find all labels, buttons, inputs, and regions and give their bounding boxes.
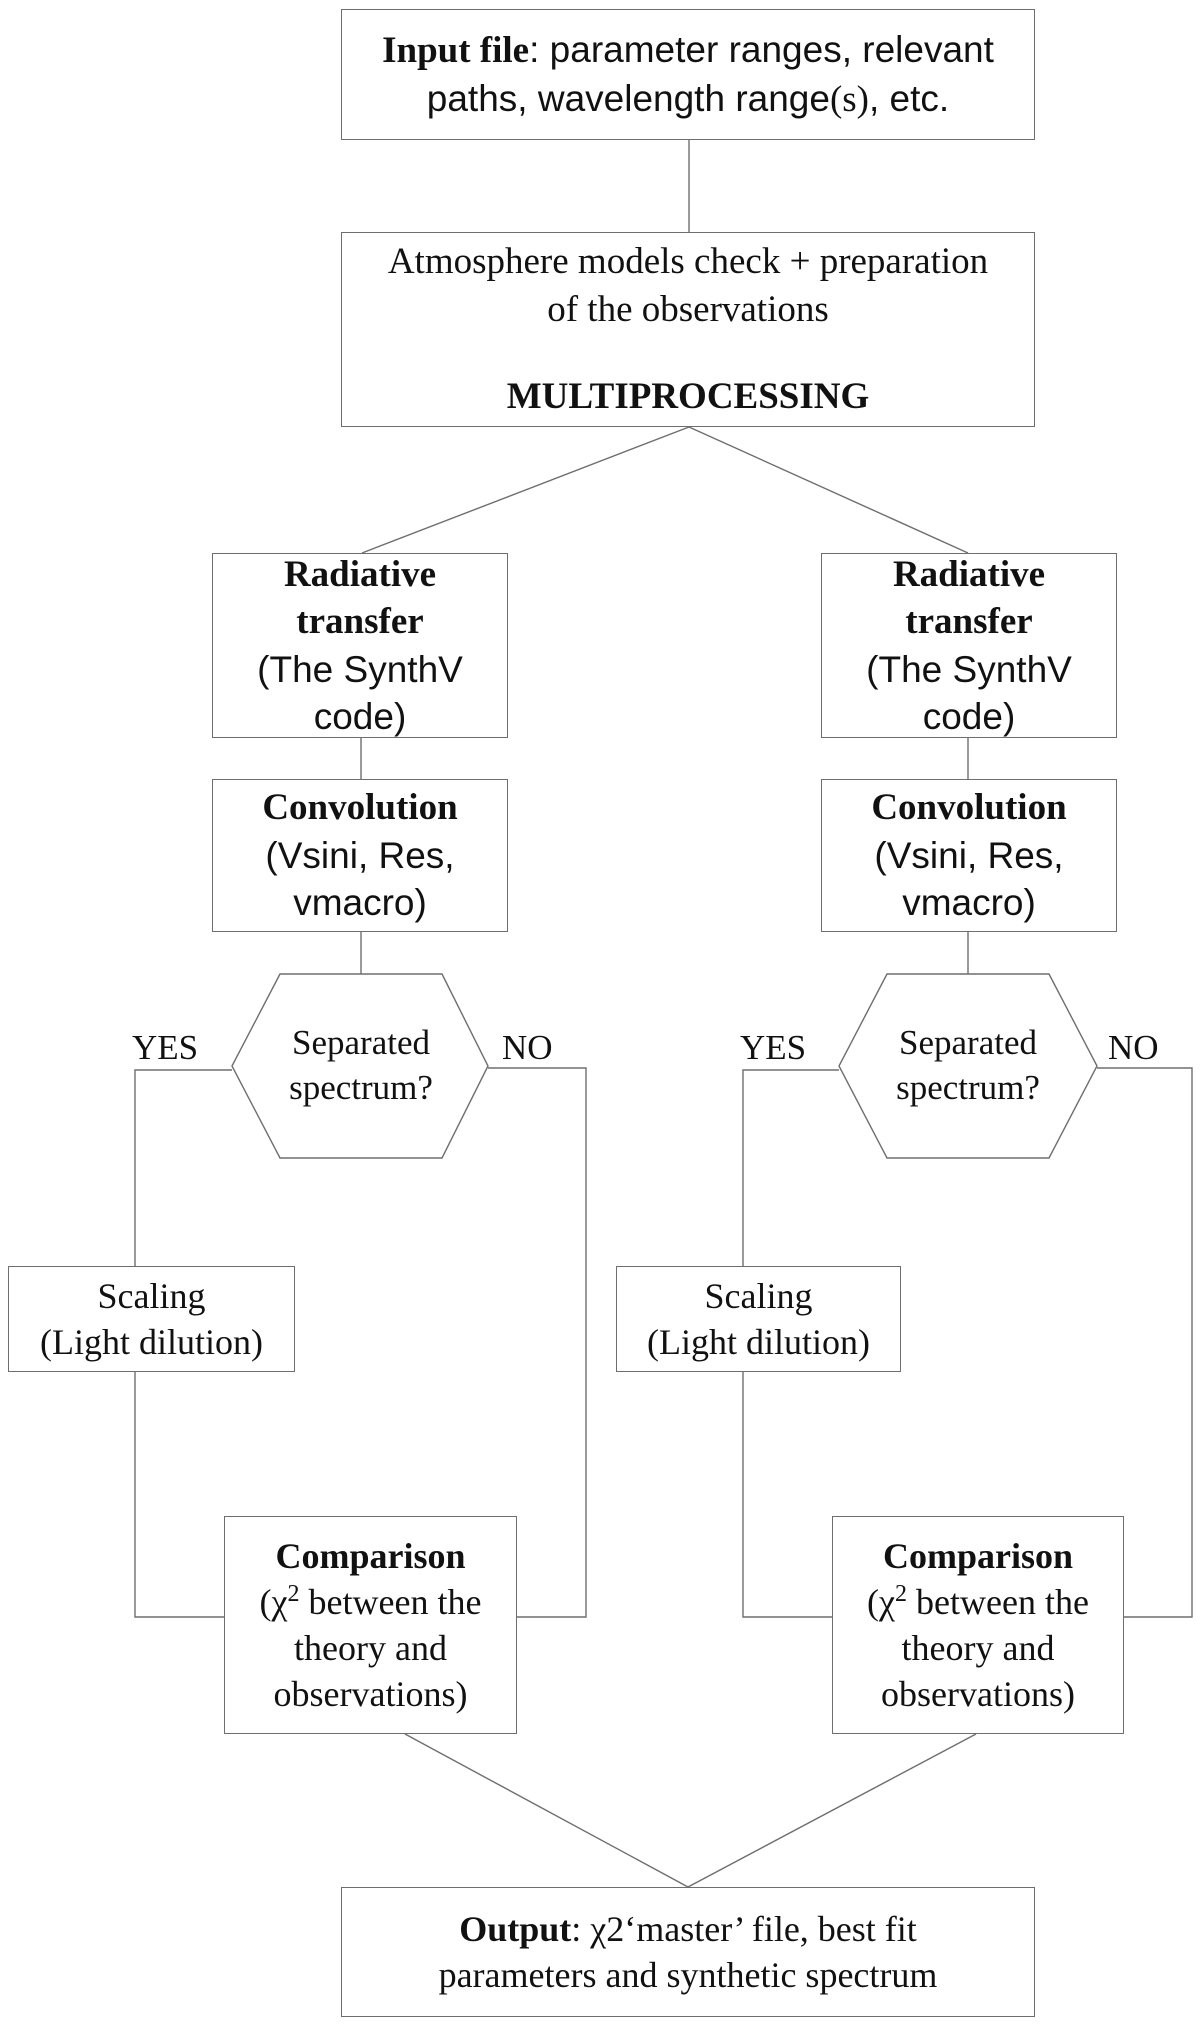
input-line2: paths, wavelength range(s), etc. bbox=[427, 75, 949, 123]
radiative-code-left: (The SynthV bbox=[257, 648, 463, 690]
comparison-chi-line-right: (χ2 between the bbox=[867, 1579, 1089, 1625]
input-line1: Input file: parameter ranges, relevant bbox=[382, 26, 994, 74]
radiative-title-left: Radiative bbox=[283, 553, 437, 595]
comparison-box-right: Comparison (χ2 between the theory and ob… bbox=[832, 1516, 1124, 1734]
yes-label-left: YES bbox=[132, 1028, 199, 1067]
comparison-sup-right: 2 bbox=[895, 1580, 908, 1607]
radiative-title2-right: transfer bbox=[905, 601, 1033, 643]
input-line2-s: (s) bbox=[829, 78, 869, 120]
decision-line2-left: spectrum? bbox=[289, 1068, 433, 1107]
connector-prep-left bbox=[361, 426, 690, 554]
input-line2-post: , etc. bbox=[869, 77, 950, 119]
comparison-theory-right: theory and bbox=[901, 1628, 1055, 1668]
yes-label-right: YES bbox=[740, 1028, 807, 1067]
radiative-transfer-box-right: Radiative transfer (The SynthV code) bbox=[821, 553, 1117, 738]
prep-line1: Atmosphere models check + preparation bbox=[387, 241, 989, 283]
decision-hexagon-left bbox=[231, 973, 489, 1159]
radiative-title2-left: transfer bbox=[296, 601, 424, 643]
connector-comparison-output-right bbox=[687, 1733, 977, 1888]
convolution-box-right: Convolution (Vsini, Res, vmacro) bbox=[821, 779, 1117, 932]
output-line2: parameters and synthetic spectrum bbox=[438, 1955, 938, 1995]
connector-scaling-comparison-left bbox=[134, 1372, 224, 1618]
comparison-chi-right: (χ bbox=[867, 1581, 896, 1622]
preparation-box: Atmosphere models check + preparation of… bbox=[341, 232, 1035, 427]
connector-scaling-comparison-right bbox=[742, 1372, 832, 1618]
scaling-title-right: Scaling bbox=[704, 1275, 813, 1316]
scaling-detail-right: (Light dilution) bbox=[647, 1322, 870, 1362]
input-line2-pre: paths, wavelength range bbox=[426, 77, 830, 119]
radiative-title-right: Radiative bbox=[892, 553, 1046, 595]
decision-label-right: Separated spectrum? bbox=[869, 1016, 1067, 1116]
convolution-title-right: Convolution bbox=[871, 787, 1067, 829]
decision-line1-left: Separated bbox=[292, 1023, 430, 1063]
convolution-params-right: (Vsini, Res, bbox=[874, 834, 1064, 876]
output-box: Output: χ2‘master’ file, best fit parame… bbox=[341, 1887, 1035, 2017]
comparison-obs-right: observations) bbox=[881, 1674, 1075, 1715]
comparison-chi-line-left: (χ2 between the bbox=[260, 1579, 482, 1625]
scaling-detail-left: (Light dilution) bbox=[40, 1322, 263, 1362]
scaling-title-left: Scaling bbox=[97, 1275, 206, 1316]
comparison-theory-left: theory and bbox=[294, 1628, 447, 1668]
decision-label-left: Separated spectrum? bbox=[262, 1016, 460, 1116]
comparison-between-right: between the bbox=[907, 1581, 1089, 1622]
decision-hexagon-right bbox=[838, 973, 1098, 1159]
decision-line1-right: Separated bbox=[899, 1023, 1037, 1063]
scaling-box-left: Scaling (Light dilution) bbox=[8, 1266, 295, 1372]
convolution-title-left: Convolution bbox=[262, 787, 458, 829]
no-label-right: NO bbox=[1108, 1028, 1159, 1067]
scaling-box-right: Scaling (Light dilution) bbox=[616, 1266, 901, 1372]
convolution-box-left: Convolution (Vsini, Res, vmacro) bbox=[212, 779, 508, 932]
connector-no-right bbox=[1097, 1067, 1193, 1618]
connector-comparison-output-left bbox=[404, 1733, 689, 1888]
decision-line2-right: spectrum? bbox=[896, 1068, 1040, 1107]
radiative-code2-right: code) bbox=[922, 695, 1016, 737]
radiative-code-right: (The SynthV bbox=[866, 648, 1072, 690]
prep-line2: of the observations bbox=[547, 288, 829, 330]
output-title: Output bbox=[459, 1908, 572, 1949]
comparison-between-left: between the bbox=[299, 1581, 482, 1622]
comparison-chi-left: (χ bbox=[259, 1581, 288, 1622]
input-line1-text: : parameter ranges, relevant bbox=[529, 29, 994, 71]
comparison-title-right: Comparison bbox=[882, 1535, 1074, 1576]
input-file-box: Input file: parameter ranges, relevant p… bbox=[341, 9, 1035, 140]
radiative-transfer-box-left: Radiative transfer (The SynthV code) bbox=[212, 553, 508, 738]
radiative-code2-left: code) bbox=[313, 695, 407, 737]
comparison-obs-left: observations) bbox=[273, 1674, 468, 1715]
connector-no-left bbox=[488, 1067, 587, 1618]
connector-yes-left bbox=[134, 1069, 232, 1266]
comparison-box-left: Comparison (χ2 between the theory and ob… bbox=[224, 1516, 517, 1734]
output-line1: Output: χ2‘master’ file, best fit bbox=[459, 1906, 917, 1952]
input-title: Input file bbox=[382, 30, 530, 72]
connector-prep-right bbox=[688, 426, 969, 554]
connector-yes-right bbox=[742, 1069, 839, 1266]
convolution-params2-right: vmacro) bbox=[902, 882, 1036, 924]
convolution-params-left: (Vsini, Res, bbox=[265, 834, 455, 876]
comparison-title-left: Comparison bbox=[275, 1535, 466, 1576]
convolution-params2-left: vmacro) bbox=[293, 882, 427, 924]
no-label-left: NO bbox=[502, 1028, 553, 1067]
output-line1-text: : χ2‘master’ file, best fit bbox=[571, 1908, 917, 1949]
comparison-sup-left: 2 bbox=[287, 1580, 300, 1607]
multiprocessing-label: MULTIPROCESSING bbox=[506, 376, 870, 418]
